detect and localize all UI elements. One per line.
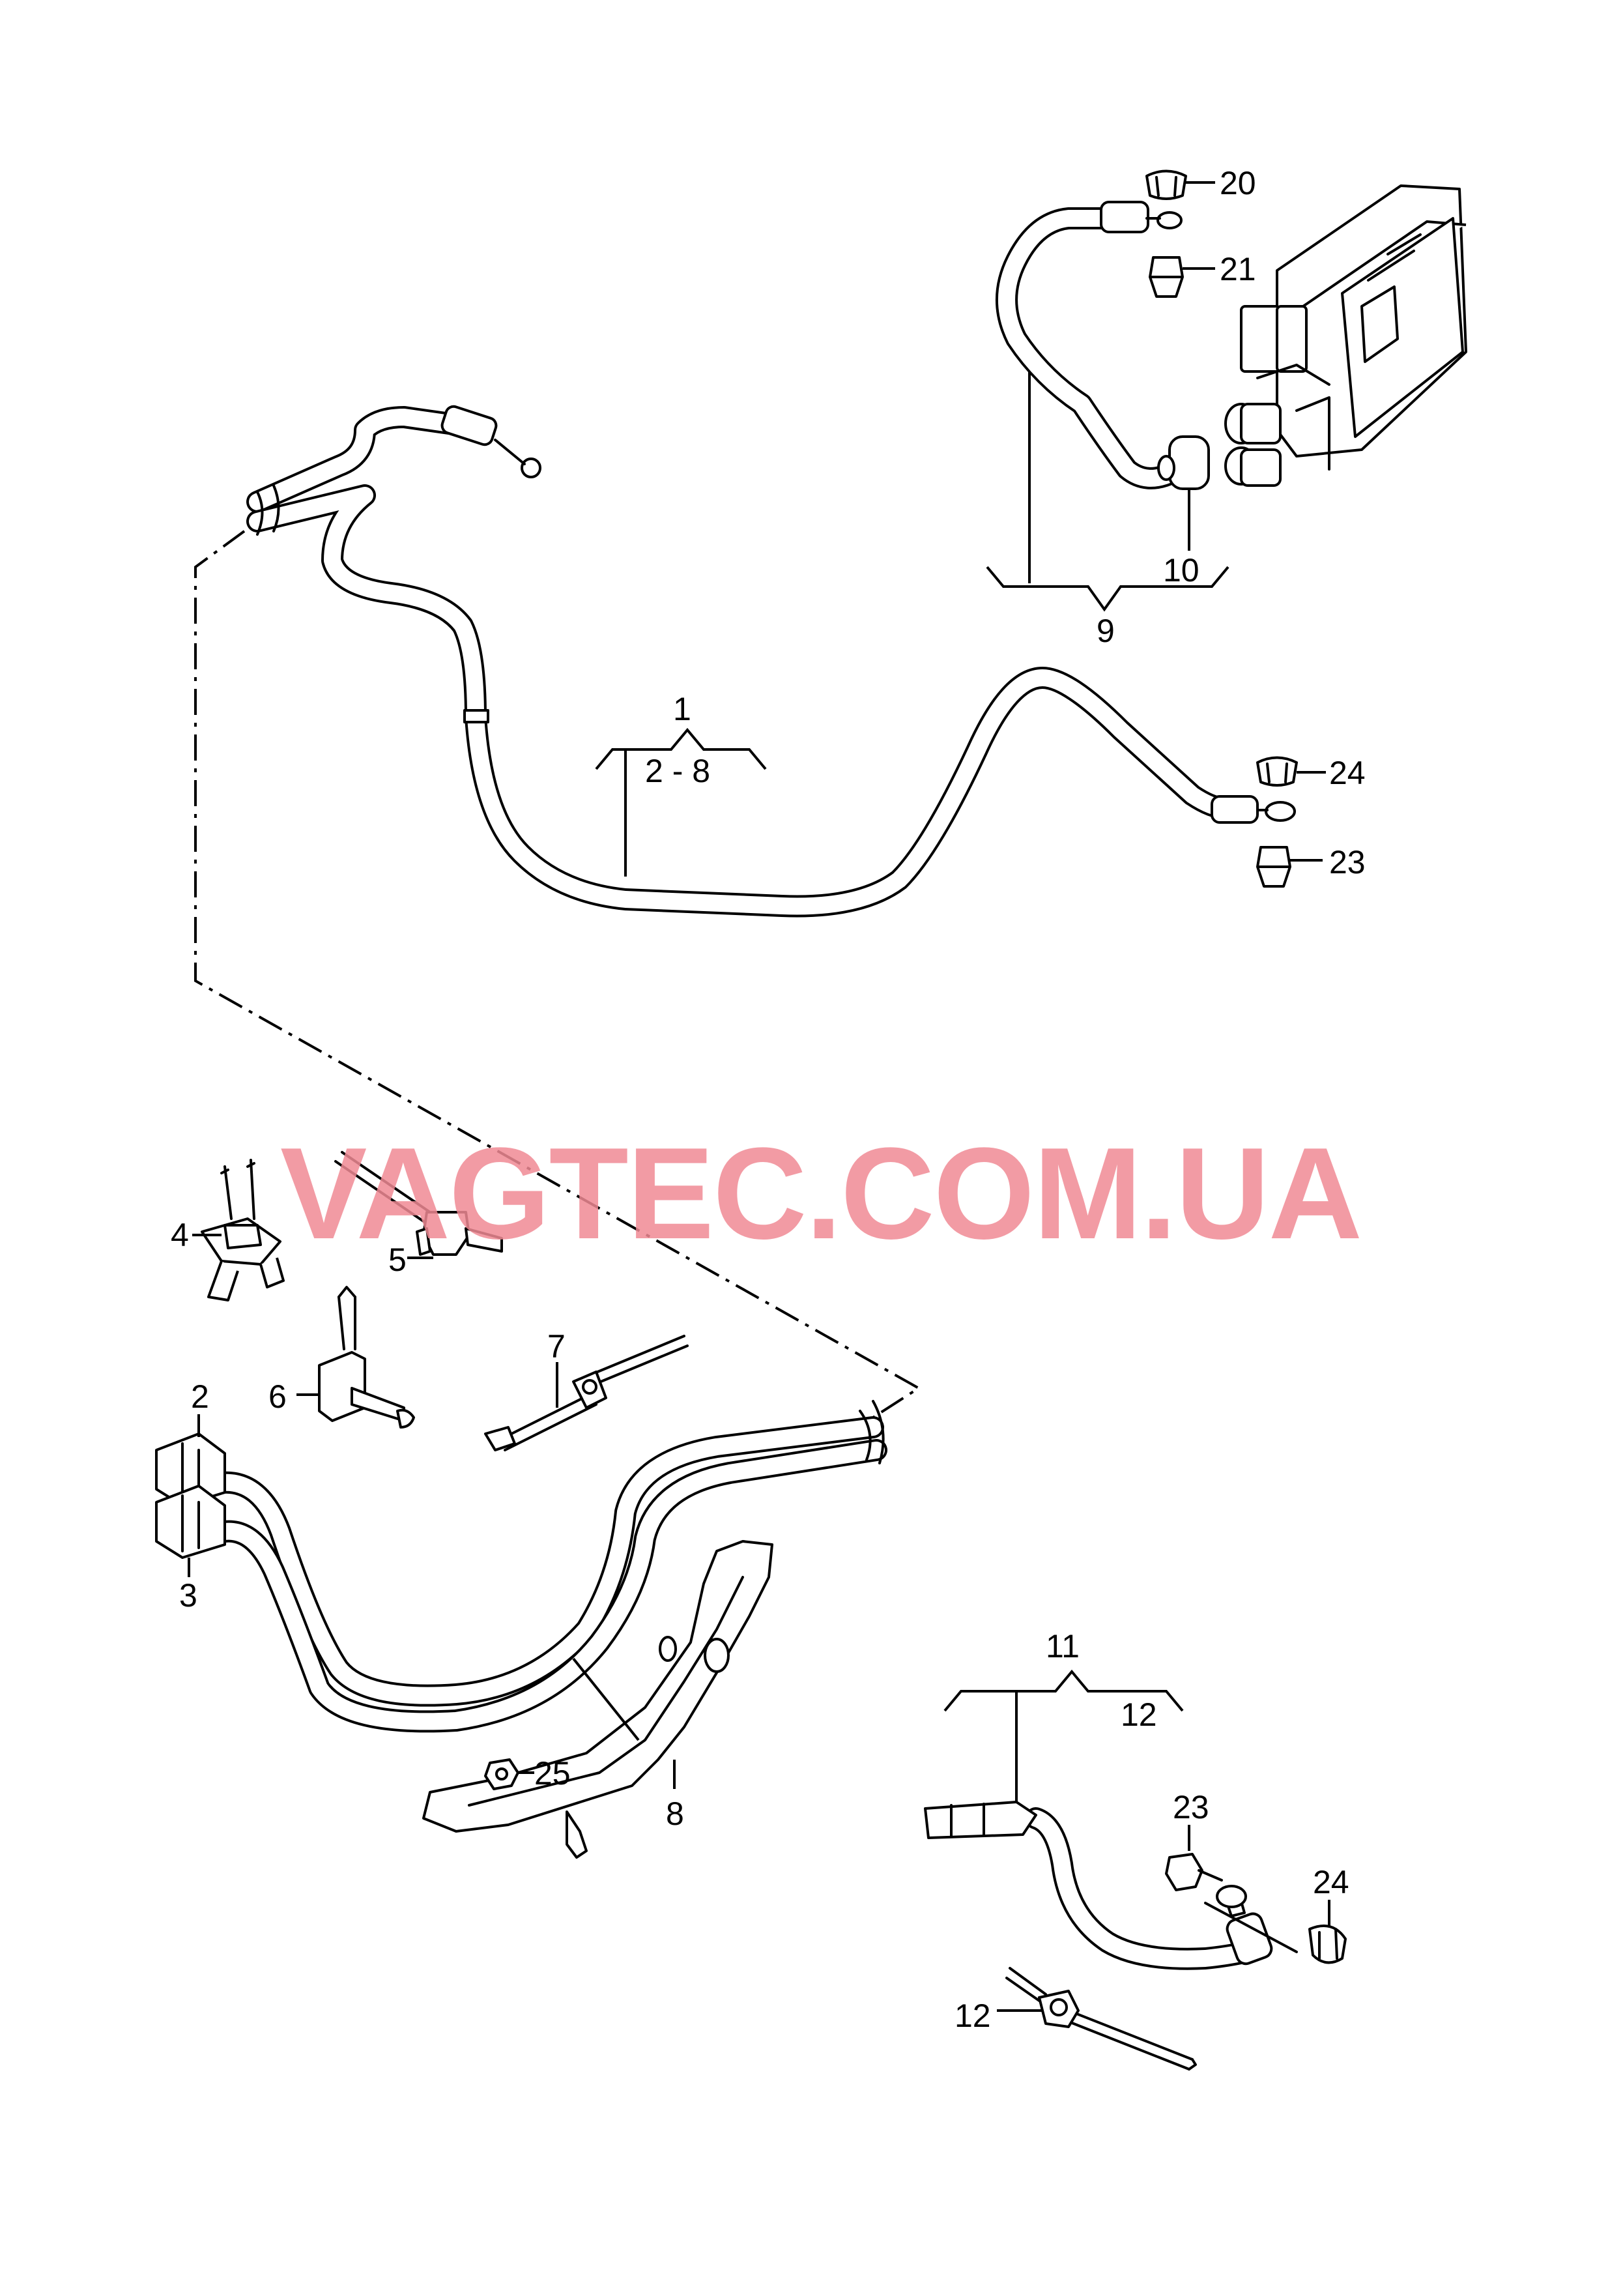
callout-10: 10: [1163, 552, 1199, 589]
callout-24b: 24: [1313, 1864, 1349, 1900]
callout-12a: 12: [1121, 1696, 1157, 1733]
callout-6: 6: [268, 1378, 287, 1415]
bolt-23b-icon: [1165, 1825, 1298, 1953]
cable-tie-7-icon: [484, 1335, 689, 1451]
callout-8: 8: [666, 1795, 684, 1832]
nut-25-icon: [484, 1657, 640, 1790]
callout-25: 25: [534, 1755, 571, 1792]
callout-2: 2: [191, 1378, 209, 1415]
callout-11: 11: [1046, 1628, 1080, 1664]
watermark-text: VAGTEC.COM.UA: [280, 1121, 1361, 1266]
callout-23a: 23: [1329, 844, 1366, 880]
callout-7: 7: [547, 1328, 566, 1365]
callout-21: 21: [1220, 251, 1256, 287]
cable-assembly-11: [924, 1669, 1273, 1970]
nut-24b-icon: [1308, 1900, 1347, 1964]
callout-12b: 12: [955, 1998, 991, 2034]
clip-4-icon: [192, 1159, 285, 1301]
callout-23b: 23: [1173, 1789, 1209, 1825]
callout-4: 4: [171, 1217, 189, 1253]
battery-cable-1: [246, 405, 1296, 918]
callout-9: 9: [1097, 613, 1115, 649]
callout-1: 1: [673, 691, 691, 727]
callout-2-8: 2 - 8: [645, 753, 710, 789]
bolt-23-icon: [1256, 846, 1323, 888]
connector-3-icon: [155, 1485, 226, 1577]
control-module: [1224, 184, 1467, 487]
callout-5: 5: [388, 1242, 407, 1278]
nut-24-icon: [1256, 756, 1326, 787]
cable-assembly-9: [986, 201, 1229, 612]
callout-24a: 24: [1329, 755, 1366, 791]
assembly-reference-line: [194, 530, 921, 1419]
bracket-8-icon: [422, 1540, 773, 1859]
nut-20-icon: [1145, 169, 1215, 200]
callout-labels: 1 2 - 8 2 3 4 5 6 7 8 9 10 11 12 12 20 2…: [171, 165, 1366, 2034]
callout-3: 3: [179, 1577, 197, 1614]
clip-6-icon: [296, 1286, 415, 1429]
bolt-21-icon: [1149, 256, 1215, 298]
callout-20: 20: [1220, 165, 1256, 201]
wiring-harness: [210, 1400, 887, 1733]
cable-tie-5-icon: [334, 1151, 503, 1259]
cable-tie-12-icon: [997, 1967, 1197, 2071]
bracket-1: [595, 727, 767, 877]
